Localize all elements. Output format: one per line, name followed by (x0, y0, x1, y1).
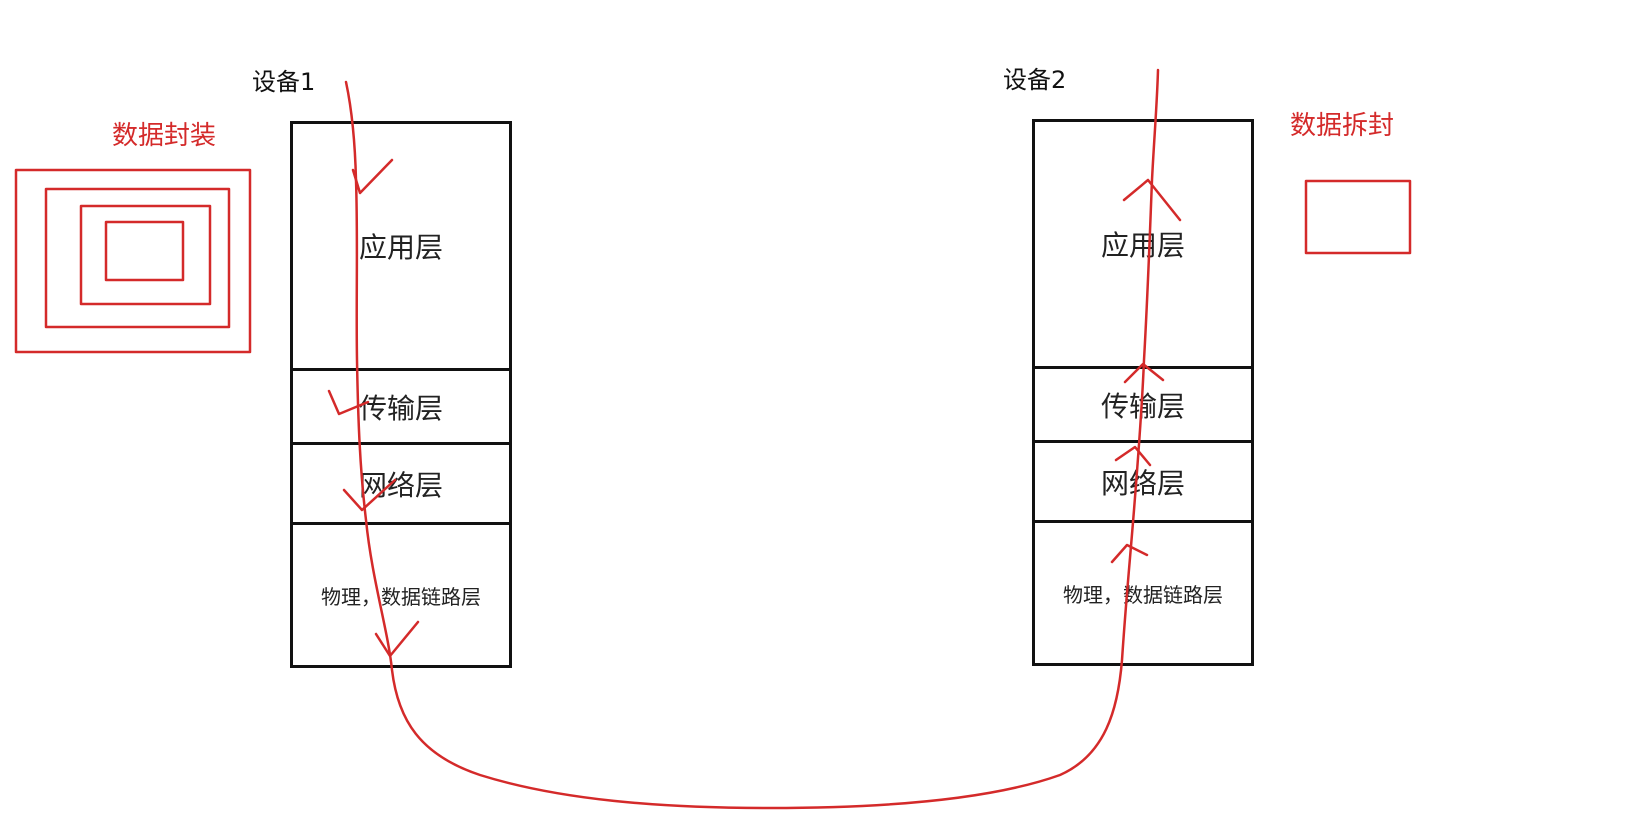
device1-stack: 应用层 传输层 网络层 物理，数据链路层 (290, 121, 512, 668)
encapsulation-label: 数据封装 (112, 121, 217, 151)
device2-physical-datalink-layer: 物理，数据链路层 (1035, 520, 1251, 663)
decapsulation-box (1304, 179, 1412, 255)
device1-application-layer: 应用层 (358, 231, 443, 264)
encapsulation-outer-box (14, 168, 252, 354)
device2-transport-layer: 传输层 (1035, 366, 1251, 440)
encapsulation-box-2 (44, 187, 231, 329)
encapsulation-box-3 (79, 204, 212, 306)
decapsulation-label: 数据拆封 (1290, 111, 1395, 141)
device2-stack: 应用层 传输层 网络层 物理，数据链路层 (1032, 119, 1254, 666)
device2-network-layer: 网络层 (1035, 440, 1251, 520)
device2-label: 设备2 (1003, 66, 1067, 94)
device1-physical-datalink-layer: 物理，数据链路层 (293, 522, 509, 665)
encapsulation-inner-box (104, 220, 185, 282)
device2-application-layer: 应用层 (1100, 229, 1185, 262)
device1-label: 设备1 (252, 68, 316, 96)
device1-transport-layer: 传输层 (293, 368, 509, 442)
device1-network-layer: 网络层 (293, 442, 509, 522)
